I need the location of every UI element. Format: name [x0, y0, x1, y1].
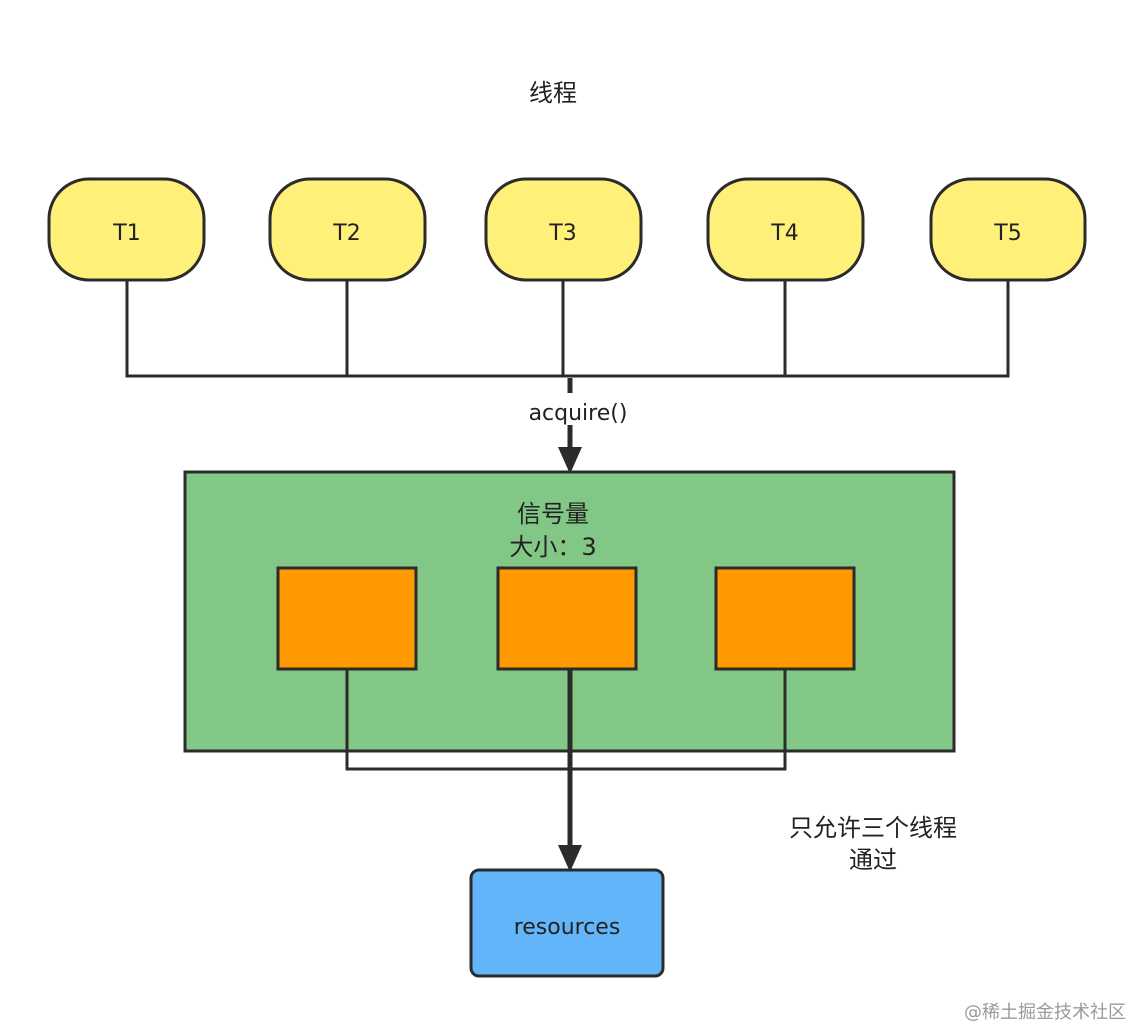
resource-arrow — [558, 670, 582, 872]
thread-node-t5: T5 — [929, 177, 1087, 282]
acquire-arrow — [558, 378, 582, 474]
resources-box — [469, 868, 665, 978]
acquire-label: acquire() — [529, 401, 628, 426]
thread-label: T2 — [332, 221, 360, 246]
permit-slot-2 — [496, 566, 638, 671]
permit-connectors — [345, 670, 787, 771]
thread-label: T4 — [770, 221, 798, 246]
semaphore-size: 大小：3 — [509, 533, 596, 561]
thread-node-t2: T2 — [268, 177, 427, 282]
thread-node-t3: T3 — [484, 177, 643, 282]
thread-node-t4: T4 — [706, 177, 865, 282]
watermark-text: @稀土掘金技术社区 — [964, 1002, 1126, 1023]
thread-connectors — [125, 280, 1010, 378]
note-line-2: 通过 — [849, 846, 897, 874]
permit-slot-1 — [276, 566, 418, 671]
thread-label: T3 — [548, 221, 576, 246]
diagram-title: 线程 — [529, 79, 577, 107]
thread-node-t1: T1 — [47, 177, 206, 282]
note-line-1: 只允许三个线程 — [789, 814, 957, 842]
permit-slot-3 — [714, 566, 856, 671]
thread-label: T1 — [112, 221, 140, 246]
thread-label: T5 — [993, 221, 1021, 246]
semaphore-name: 信号量 — [517, 500, 589, 528]
resources-label: resources — [514, 915, 621, 940]
